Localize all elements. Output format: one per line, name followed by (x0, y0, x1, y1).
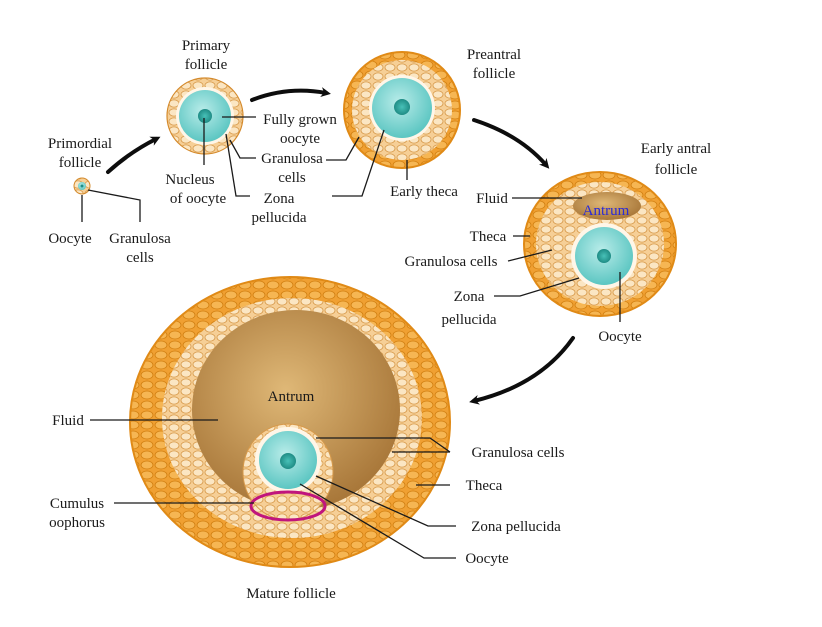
mature-granulosa-label: Granulosa cells (472, 445, 565, 461)
mature-zona-leader (315, 475, 456, 527)
primary-title-line2: follicle (185, 57, 228, 73)
mature-fluid-label: Fluid (52, 413, 84, 429)
preantral-granulosa-leader (326, 136, 360, 161)
primary-nucleus-line1: Nucleus (165, 172, 214, 188)
preantral-follicle (326, 51, 461, 197)
preantral-theca-label: Early theca (390, 184, 458, 200)
mature-oocyte-leader (299, 483, 456, 559)
early-antral-zona-line1: Zona (454, 289, 485, 305)
early-antral-oocyte-label: Oocyte (598, 329, 642, 345)
primordial-oocyte-label: Oocyte (48, 231, 92, 247)
preantral-nucleus-shape (394, 99, 410, 115)
early-antral-granulosa-leader (507, 249, 553, 262)
preantral-zona-leader (332, 129, 385, 197)
early-antral-zona-line2: pellucida (442, 312, 497, 328)
mature-cumulus-line1: Cumulus (50, 496, 104, 512)
primordial-nucleus-shape (80, 184, 84, 188)
arrow-primordial-to-primary (106, 136, 161, 174)
arrow-primary-to-preantral (250, 87, 331, 102)
early-antral-theca-label: Theca (470, 229, 507, 245)
mature-theca-label: Theca (466, 478, 503, 494)
primary-zona-leader (225, 133, 250, 197)
mature-granulosa-leader-a (316, 437, 451, 453)
arrow-preantral-to-early-antral (472, 118, 550, 169)
primordial-granulosa-line2: cells (126, 250, 154, 266)
primary-zona-line1: Zona (264, 191, 295, 207)
primary-oocyte-line1: Fully grown (263, 112, 337, 128)
early-antral-antrum-label: Antrum (583, 203, 630, 219)
early-antral-follicle (494, 171, 677, 322)
mature-follicle (90, 276, 456, 568)
arrow-early-antral-to-mature (469, 336, 575, 405)
preantral-title-line2: follicle (473, 66, 516, 82)
early-antral-title-line2: follicle (655, 162, 698, 178)
primary-nucleus-line2: of oocyte (170, 191, 227, 207)
early-antral-zona-leader (494, 277, 580, 297)
early-antral-antrum-shape (573, 192, 641, 220)
mature-cumulus-line2: oophorus (49, 515, 105, 531)
mature-title: Mature follicle (246, 586, 336, 602)
early-antral-granulosa-label: Granulosa cells (405, 254, 498, 270)
primary-oocyte-line2: oocyte (280, 131, 320, 147)
mature-oocyte-label: Oocyte (465, 551, 509, 567)
early-antral-nucleus-shape (597, 249, 611, 263)
primary-follicle (166, 77, 256, 197)
preantral-title-line1: Preantral (467, 47, 521, 63)
primary-title-line1: Primary (182, 38, 231, 54)
primordial-title-line1: Primordial (48, 136, 112, 152)
mature-cumulus-ring (249, 490, 327, 522)
primordial-title-line2: follicle (59, 155, 102, 171)
early-antral-title-line1: Early antral (641, 141, 711, 157)
primary-granulosa-line1: Granulosa (261, 151, 323, 167)
primary-nucleus-shape (198, 109, 212, 123)
primordial-granulosa-leader (87, 189, 141, 222)
primary-granulosa-line2: cells (278, 170, 306, 186)
early-antral-fluid-label: Fluid (476, 191, 508, 207)
primordial-granulosa-line1: Granulosa (109, 231, 171, 247)
mature-nucleus-shape (280, 453, 296, 469)
primary-zona-line2: pellucida (252, 210, 307, 226)
primordial-follicle (73, 177, 141, 222)
primary-granulosa-leader (229, 139, 256, 159)
mature-antrum-label: Antrum (268, 389, 315, 405)
mature-zona-label: Zona pellucida (471, 519, 561, 535)
